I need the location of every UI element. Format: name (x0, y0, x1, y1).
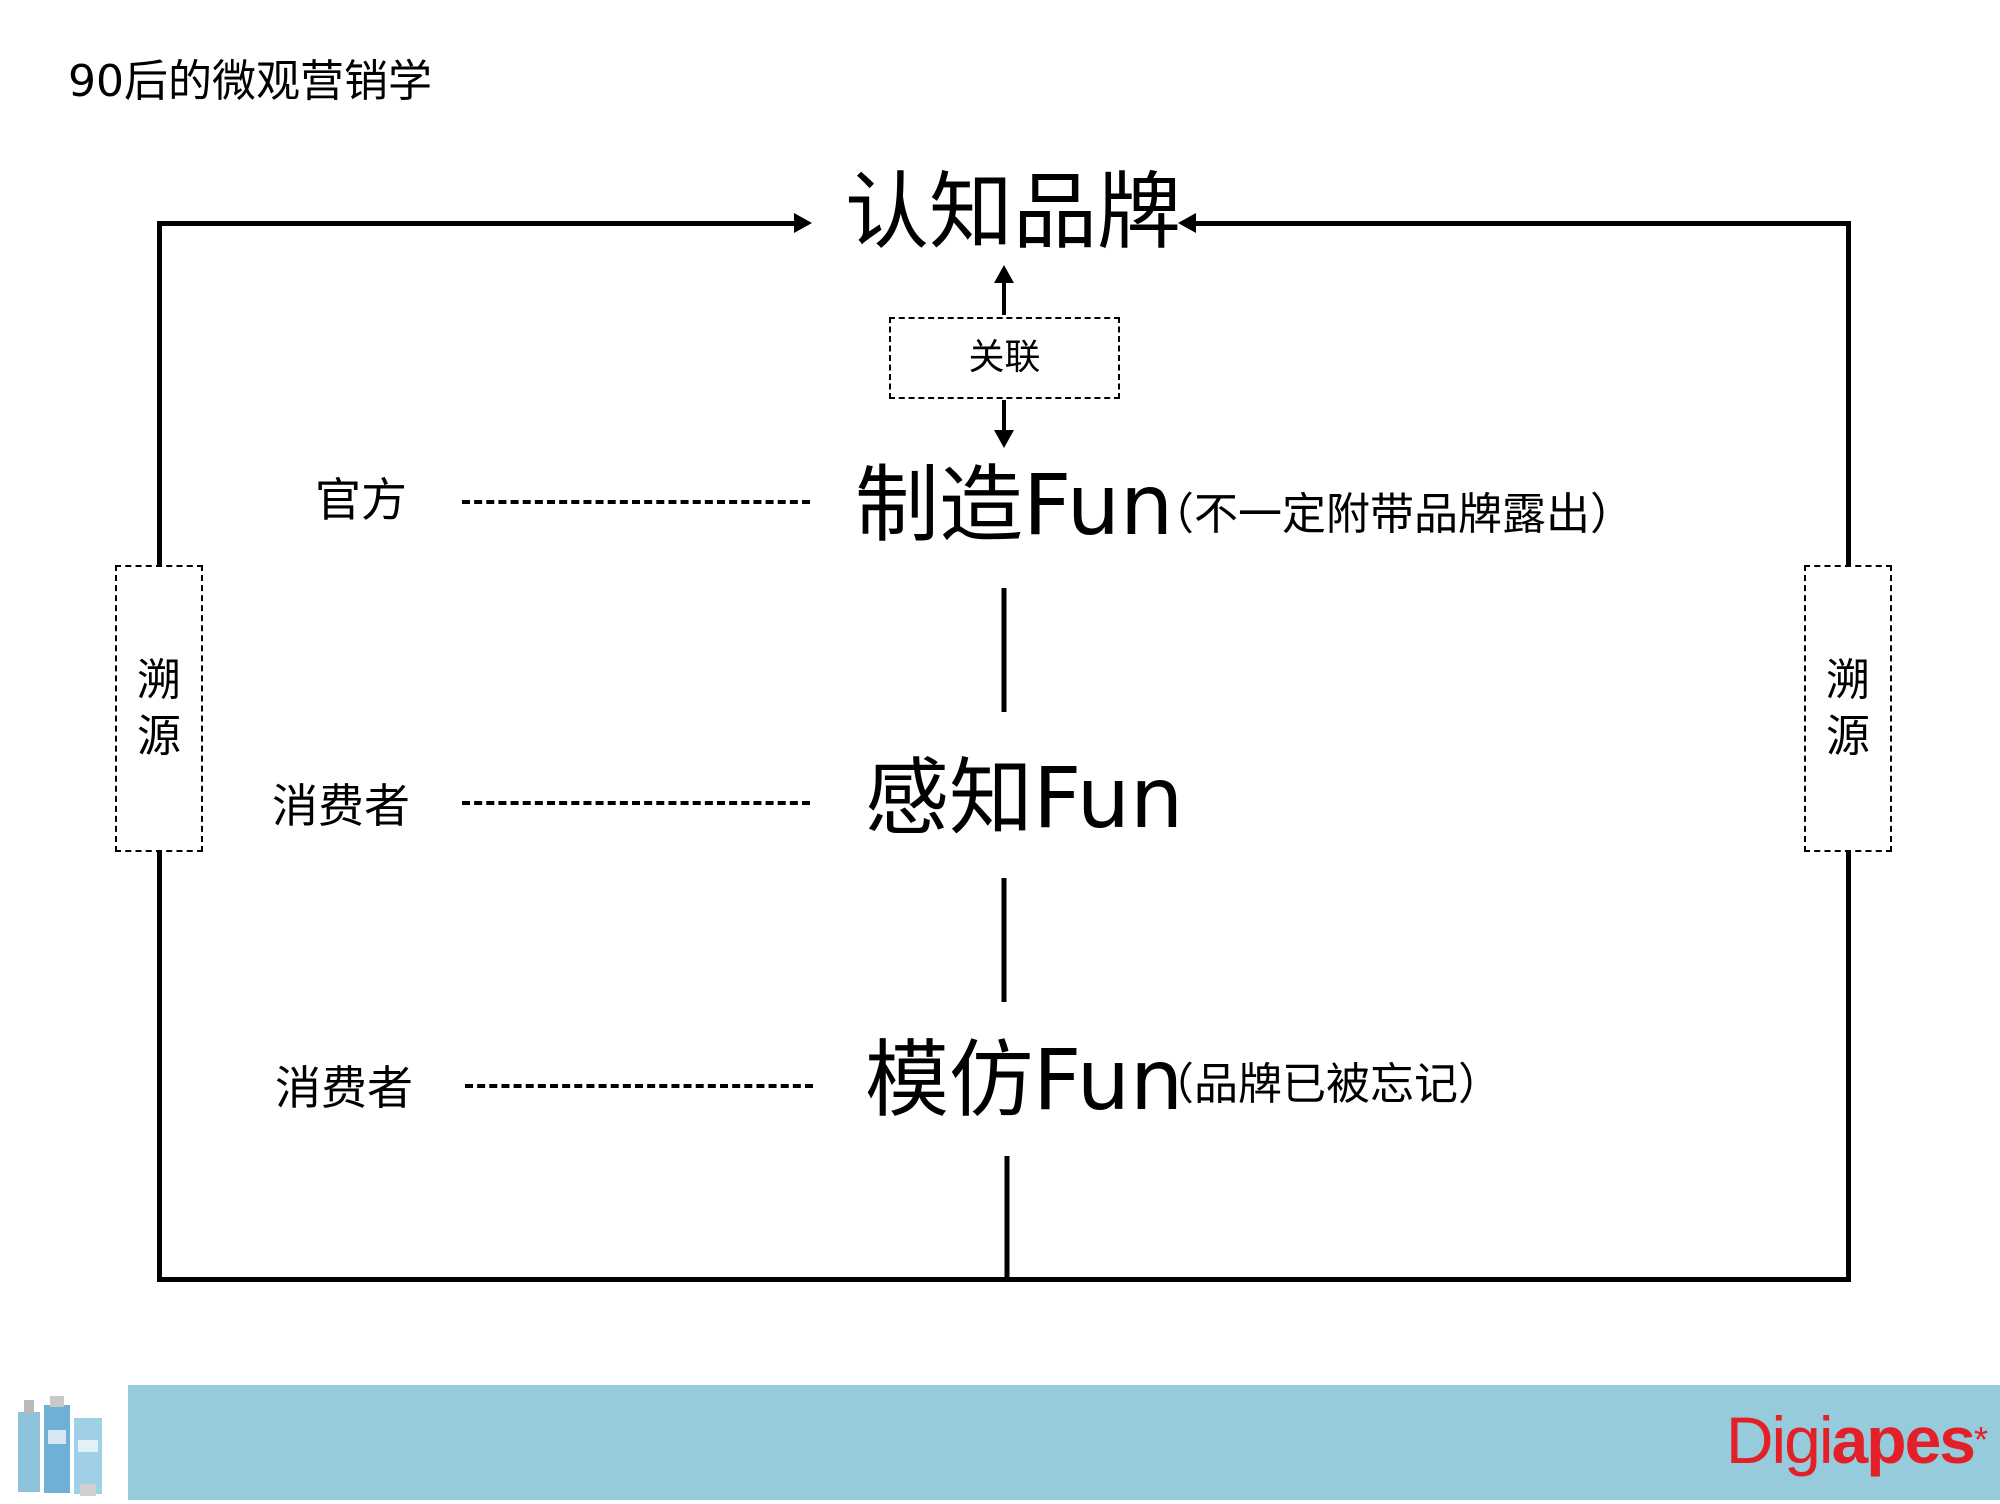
logo-part1: Digi (1725, 1403, 1834, 1477)
note-imitate-fun: （品牌已被忘记） (1150, 1059, 1502, 1110)
node-imitate-fun: 模仿Fun (865, 1031, 1184, 1129)
node-perceive-fun: 感知Fun (865, 749, 1184, 847)
logo-part2: apes (1831, 1403, 1976, 1477)
relation-arrow-down-head (994, 430, 1014, 448)
frame-bottom (157, 1277, 1851, 1282)
frame-left-lower (157, 852, 162, 1282)
frame-top-left (157, 221, 797, 226)
role-consumer-perceive: 消费者 (272, 779, 410, 833)
product-thumbnail (0, 1390, 128, 1500)
frame-top-right (1195, 221, 1851, 226)
product-bottles-icon (18, 1396, 102, 1496)
digiapes-logo: Digiapes* (1725, 1400, 1988, 1480)
role-consumer-imitate: 消费者 (275, 1061, 413, 1115)
frame-right-lower (1846, 852, 1851, 1282)
trace-label-left: 溯源 (137, 654, 181, 762)
node-create-fun: 制造Fun (855, 456, 1174, 554)
node-brand-awareness: 认知品牌 (845, 163, 1182, 261)
role-official: 官方 (315, 473, 407, 527)
relation-label: 关联 (968, 337, 1041, 378)
dashed-link-2 (462, 801, 810, 805)
trace-box-right: 溯源 (1804, 565, 1892, 852)
footer-band (128, 1385, 2000, 1500)
relation-box: 关联 (889, 317, 1120, 399)
arrow-left-head (1178, 213, 1196, 233)
dashed-link-3 (465, 1084, 813, 1088)
trace-label-right: 溯源 (1826, 654, 1870, 762)
note-create-fun: （不一定附带品牌露出） (1150, 489, 1634, 540)
arrow-right-head (794, 213, 812, 233)
frame-left-upper (157, 221, 162, 565)
page-title: 90后的微观营销学 (68, 56, 432, 107)
dashed-link-1 (462, 500, 810, 504)
relation-arrow-up-head (994, 265, 1014, 283)
logo-mark: * (1973, 1419, 1988, 1460)
trace-box-left: 溯源 (115, 565, 203, 852)
frame-right-upper (1846, 221, 1851, 565)
